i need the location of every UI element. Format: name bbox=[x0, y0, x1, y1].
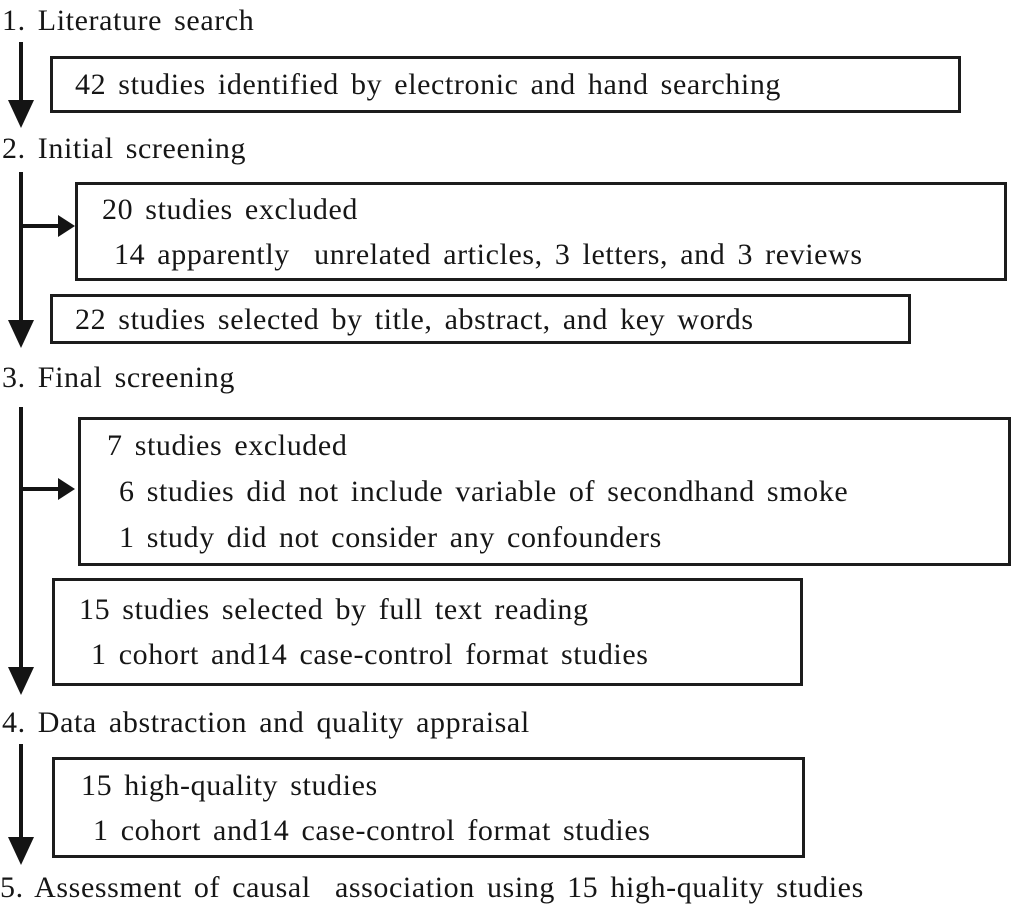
box-studies-excluded-final: 7 studies excluded 6 studies did not inc… bbox=[78, 417, 1011, 566]
step-label-data-abstraction: 4. Data abstraction and quality appraisa… bbox=[2, 706, 530, 739]
branch-arrow-line-1 bbox=[21, 224, 60, 228]
down-arrow-head-icon bbox=[8, 837, 34, 865]
down-arrow-line-3 bbox=[19, 407, 23, 669]
box-text-line: 42 studies identified by electronic and … bbox=[75, 68, 782, 101]
down-arrow-line-1 bbox=[19, 42, 23, 102]
box-text-line: 1 study did not consider any confounders bbox=[119, 520, 662, 554]
box-text-line: 22 studies selected by title, abstract, … bbox=[75, 302, 754, 336]
box-studies-selected-fulltext: 15 studies selected by full text reading… bbox=[52, 578, 803, 686]
step-label-causal-assessment: 5. Assessment of causal association usin… bbox=[0, 871, 864, 904]
right-arrow-head-icon bbox=[58, 478, 75, 500]
branch-arrow-line-2 bbox=[21, 487, 60, 491]
box-text-line: 15 high-quality studies bbox=[81, 768, 378, 802]
box-text-line: 6 studies did not include variable of se… bbox=[119, 474, 849, 508]
box-text-line: 14 apparently unrelated articles, 3 lett… bbox=[114, 237, 863, 271]
box-studies-selected-title: 22 studies selected by title, abstract, … bbox=[50, 294, 911, 344]
box-text-line: 15 studies selected by full text reading bbox=[79, 593, 589, 626]
box-text-line: 1 cohort and14 case-control format studi… bbox=[93, 813, 651, 847]
box-studies-excluded-initial: 20 studies excluded 14 apparently unrela… bbox=[75, 182, 1007, 281]
right-arrow-head-icon bbox=[58, 215, 75, 237]
down-arrow-head-icon bbox=[8, 667, 34, 695]
box-text-line: 7 studies excluded bbox=[107, 428, 348, 462]
step-label-final-screening: 3. Final screening bbox=[2, 361, 235, 394]
step-label-literature-search: 1. Literature search bbox=[2, 4, 255, 37]
down-arrow-line-4 bbox=[19, 744, 23, 839]
box-studies-identified: 42 studies identified by electronic and … bbox=[50, 56, 961, 113]
box-text-line: 1 cohort and14 case-control format studi… bbox=[91, 638, 649, 671]
box-high-quality-studies: 15 high-quality studies 1 cohort and14 c… bbox=[52, 757, 805, 858]
down-arrow-line-2 bbox=[19, 172, 23, 322]
down-arrow-head-icon bbox=[8, 320, 34, 348]
step-label-initial-screening: 2. Initial screening bbox=[2, 132, 247, 165]
down-arrow-head-icon bbox=[8, 100, 34, 128]
box-text-line: 20 studies excluded bbox=[102, 192, 359, 226]
